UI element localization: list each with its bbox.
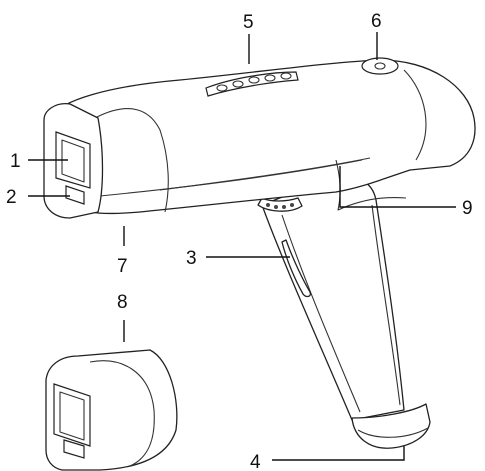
handle-end-cap xyxy=(351,403,431,449)
detached-cap xyxy=(45,349,178,471)
callout-4: 4 xyxy=(250,452,261,471)
vent xyxy=(257,197,303,212)
handle xyxy=(261,177,405,421)
callout-7: 7 xyxy=(117,256,128,277)
callout-1: 1 xyxy=(10,151,21,172)
callout-5: 5 xyxy=(243,12,254,33)
main-body xyxy=(49,59,476,215)
skin-sensor xyxy=(65,185,85,205)
callout-2: 2 xyxy=(6,187,17,208)
indicator-strip xyxy=(205,71,299,97)
power-button xyxy=(361,57,399,75)
leader-4 xyxy=(272,446,405,461)
callout-9: 9 xyxy=(462,198,473,219)
treatment-window xyxy=(55,131,91,189)
callout-6: 6 xyxy=(371,11,382,32)
leader-9 xyxy=(339,166,456,208)
callout-3: 3 xyxy=(186,248,197,269)
callout-8: 8 xyxy=(117,292,128,313)
trigger xyxy=(281,239,312,298)
